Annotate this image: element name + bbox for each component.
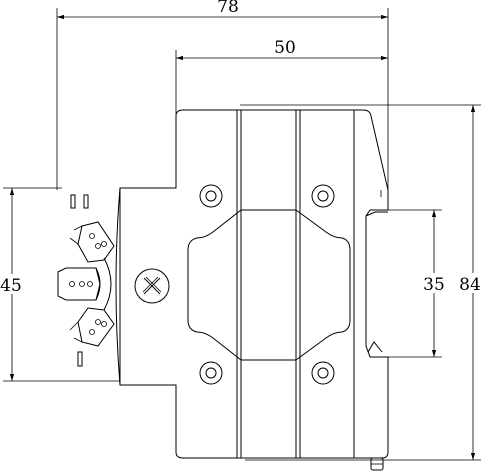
mounting-hole-top-left xyxy=(199,184,223,208)
rail-clip-bottom xyxy=(367,341,383,353)
mounting-hole-bottom-left xyxy=(199,361,223,385)
mounting-hole-top-right xyxy=(311,184,335,208)
body-outline xyxy=(119,109,389,459)
dimension-height-total: 84 xyxy=(240,104,482,461)
label-background xyxy=(420,273,448,293)
pin-indicator xyxy=(70,194,76,209)
blade-terminal-upper xyxy=(69,221,115,263)
breaker-body xyxy=(115,109,389,471)
dimension-height-front: 45 xyxy=(0,187,120,382)
pin-indicator xyxy=(83,194,89,209)
mounting-hole-bottom-right xyxy=(311,361,335,385)
center-panel xyxy=(187,209,351,361)
dimension-height-rail: 35 xyxy=(388,209,448,358)
dimension-label-78: 78 xyxy=(217,0,239,17)
hub-arc-inner xyxy=(95,267,101,301)
front-curve xyxy=(115,187,121,386)
dimension-label-84: 84 xyxy=(459,275,481,295)
dimension-label-50: 50 xyxy=(274,38,296,58)
blade-terminal-lower xyxy=(69,307,115,347)
dimension-label-45: 45 xyxy=(0,276,22,296)
label-background xyxy=(458,273,482,293)
pin-indicator xyxy=(77,351,83,367)
rotary-terminal-assembly xyxy=(57,194,115,367)
dimension-width-total: 78 xyxy=(56,0,389,200)
rail-clip-top xyxy=(365,211,388,217)
dimension-width-body: 50 xyxy=(175,38,388,120)
label-background xyxy=(0,274,24,294)
terminal-screw-icon xyxy=(134,268,170,304)
blade-terminal-middle xyxy=(57,267,101,301)
dimension-label-35: 35 xyxy=(423,275,445,295)
hub-arc xyxy=(103,257,112,311)
